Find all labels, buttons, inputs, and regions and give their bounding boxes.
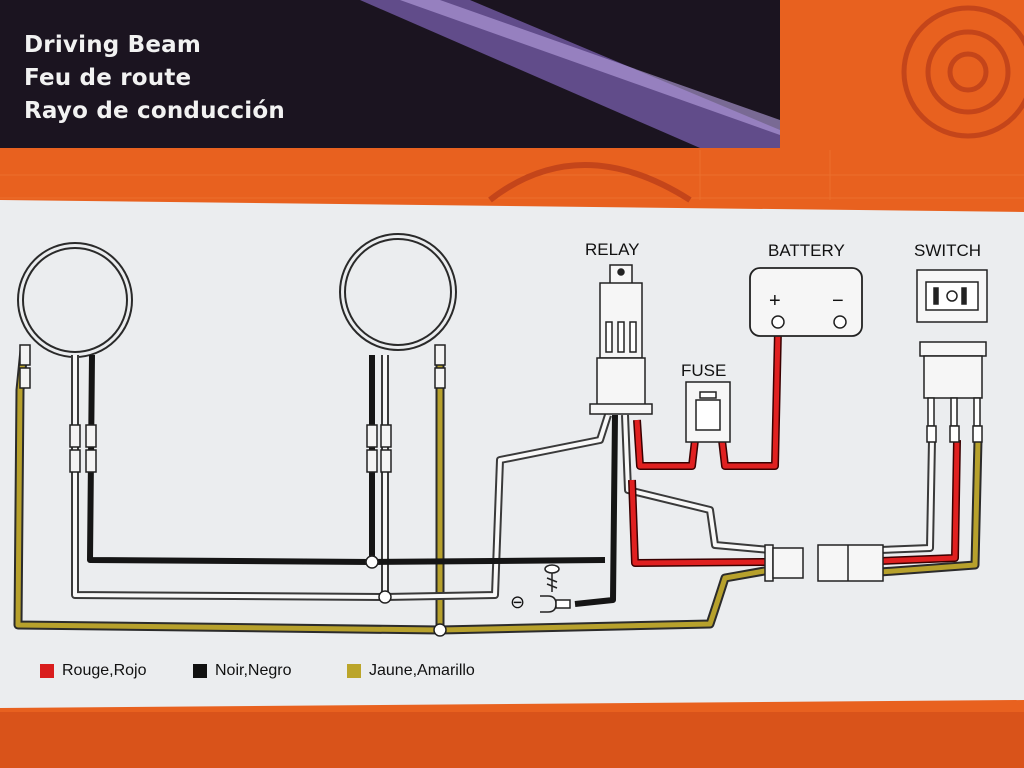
- lamp-2: [339, 233, 457, 351]
- banner-title-fr: Feu de route: [24, 65, 192, 91]
- legend-swatch-black: [193, 664, 207, 678]
- white-wire: [71, 355, 936, 601]
- battery-plus-sign: +: [769, 290, 781, 312]
- junction-dots: [365, 555, 447, 637]
- decorative-arc: [488, 162, 692, 203]
- yellow-wire: [13, 349, 983, 635]
- switch-icon: [916, 269, 988, 443]
- lamp-connectors: [19, 344, 446, 473]
- legend-label-red: Rouge,Rojo: [62, 662, 147, 679]
- legend-label-yellow: Jaune,Amarillo: [369, 662, 475, 679]
- purple-beam: [360, 0, 780, 148]
- legend-item-black: Noir,Negro: [193, 662, 291, 680]
- legend-swatch-yellow: [347, 664, 361, 678]
- ground-terminal-icon: [540, 595, 571, 613]
- legend-item-red: Rouge,Rojo: [40, 662, 147, 680]
- dark-banner: [0, 0, 780, 148]
- relay-icon: [589, 264, 653, 415]
- banner-title-es: Rayo de conducción: [24, 98, 285, 124]
- battery-label: BATTERY: [768, 241, 845, 260]
- red-wire: [628, 329, 961, 567]
- battery-minus-sign: −: [832, 290, 844, 312]
- relay-label: RELAY: [585, 240, 640, 259]
- fuse-label: FUSE: [681, 361, 727, 380]
- harness-connector: [764, 544, 884, 582]
- legend-label-black: Noir,Negro: [215, 662, 292, 679]
- decorative-target-icon: [901, 5, 1024, 139]
- background-grid: [0, 150, 1024, 200]
- switch-label: SWITCH: [914, 241, 982, 260]
- purple-beam-glow: [400, 0, 780, 135]
- banner-title-en: Driving Beam: [24, 32, 202, 58]
- bottom-strip: [0, 712, 1024, 768]
- legend-item-yellow: Jaune,Amarillo: [347, 662, 475, 680]
- battery-icon: [749, 267, 863, 337]
- legend-swatch-red: [40, 664, 54, 678]
- ground-screw-icon: [544, 564, 560, 592]
- fuse-icon: [685, 381, 731, 443]
- ground-symbol: ⊖: [510, 592, 526, 612]
